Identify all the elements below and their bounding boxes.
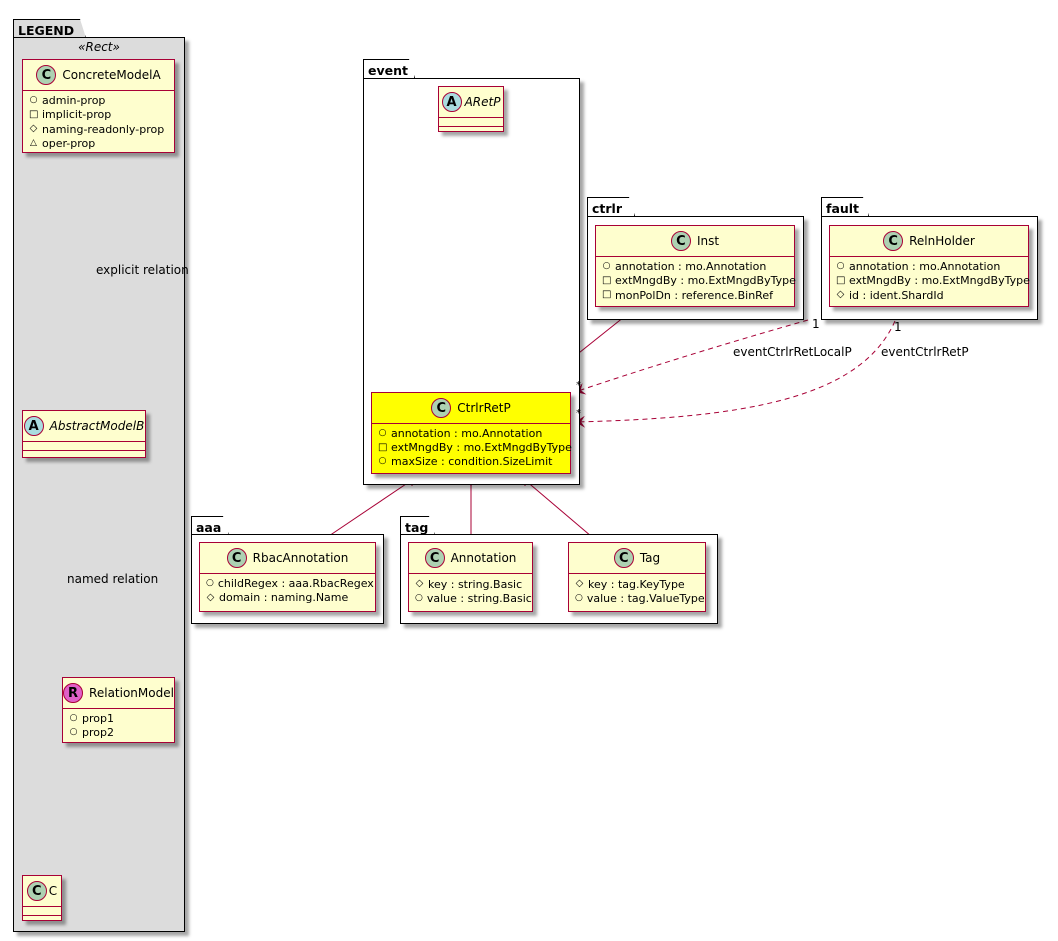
class-badge-icon: C bbox=[36, 65, 57, 85]
class-badge-icon: C bbox=[26, 881, 47, 901]
package-tab-fault: fault bbox=[821, 197, 869, 216]
multiplicity-ret-source: 1 bbox=[894, 320, 902, 334]
attribute-list: annotation : mo.Annotation extMngdBy : m… bbox=[372, 424, 572, 473]
private-icon bbox=[602, 288, 611, 303]
class-badge-icon: C bbox=[613, 548, 634, 568]
multiplicity-local-source: 1 bbox=[812, 317, 820, 331]
relation-badge-icon: R bbox=[63, 683, 84, 703]
private-icon bbox=[836, 274, 845, 289]
class-badge-icon: C bbox=[226, 548, 247, 568]
label-explicit-relation: explicit relation bbox=[96, 263, 189, 277]
public-icon bbox=[575, 592, 583, 606]
abstract-badge-icon: A bbox=[23, 416, 44, 436]
protected-icon bbox=[206, 591, 215, 606]
public-icon bbox=[378, 427, 387, 441]
public-icon bbox=[69, 726, 78, 740]
package-visibility-icon bbox=[29, 137, 38, 151]
private-icon bbox=[29, 108, 38, 123]
private-icon bbox=[378, 441, 387, 456]
class-badge-icon: C bbox=[670, 231, 691, 251]
attribute-list: annotation : mo.Annotation extMngdBy : m… bbox=[596, 257, 796, 307]
package-tab-tag: tag bbox=[400, 516, 435, 535]
attribute-list: childRegex : aaa.RbacRegex domain : nami… bbox=[200, 574, 375, 609]
public-icon bbox=[69, 712, 78, 726]
private-icon bbox=[602, 274, 611, 289]
attribute-list: prop1 prop2 bbox=[63, 709, 174, 743]
public-icon bbox=[415, 592, 423, 606]
attribute-list: key : string.Basic value : string.Basic bbox=[409, 574, 532, 609]
public-icon bbox=[29, 94, 38, 108]
package-tab-event: event bbox=[363, 59, 415, 78]
attribute-list: admin-prop implicit-prop naming-readonly… bbox=[23, 91, 174, 154]
legend-stereotype: «Rect» bbox=[78, 40, 120, 54]
edge-ctrlrretp-tag bbox=[524, 479, 599, 543]
label-named-relation: named relation bbox=[67, 572, 159, 586]
class-badge-icon: C bbox=[424, 548, 445, 568]
attribute-list: annotation : mo.Annotation extMngdBy : m… bbox=[830, 257, 1030, 307]
public-icon bbox=[206, 577, 214, 591]
package-tab-aaa: aaa bbox=[191, 516, 229, 535]
class-badge-icon: C bbox=[883, 231, 904, 251]
package-legend bbox=[13, 37, 185, 932]
public-icon bbox=[378, 455, 387, 469]
multiplicity-local-target: * bbox=[576, 380, 581, 391]
class-badge-icon: C bbox=[431, 398, 452, 418]
attribute-list: key : tag.KeyType value : tag.ValueType bbox=[569, 574, 705, 609]
package-tab-ctrlr: ctrlr bbox=[587, 197, 635, 216]
label-relation-local: eventCtrlrRetLocalP bbox=[733, 345, 852, 359]
package-tab-legend: LEGEND bbox=[13, 19, 86, 38]
protected-icon bbox=[415, 577, 424, 592]
multiplicity-ret-target: * bbox=[576, 408, 581, 419]
edge-ret-relation bbox=[574, 320, 896, 428]
label-relation-ret: eventCtrlrRetP bbox=[881, 345, 969, 359]
abstract-badge-icon: A bbox=[441, 92, 462, 112]
edge-local-relation bbox=[574, 319, 809, 395]
edge-ctrlrretp-rbac bbox=[319, 479, 413, 543]
public-icon bbox=[602, 260, 611, 274]
public-icon bbox=[836, 260, 845, 274]
protected-icon bbox=[575, 577, 584, 592]
protected-icon bbox=[29, 122, 38, 137]
protected-icon bbox=[836, 288, 845, 303]
